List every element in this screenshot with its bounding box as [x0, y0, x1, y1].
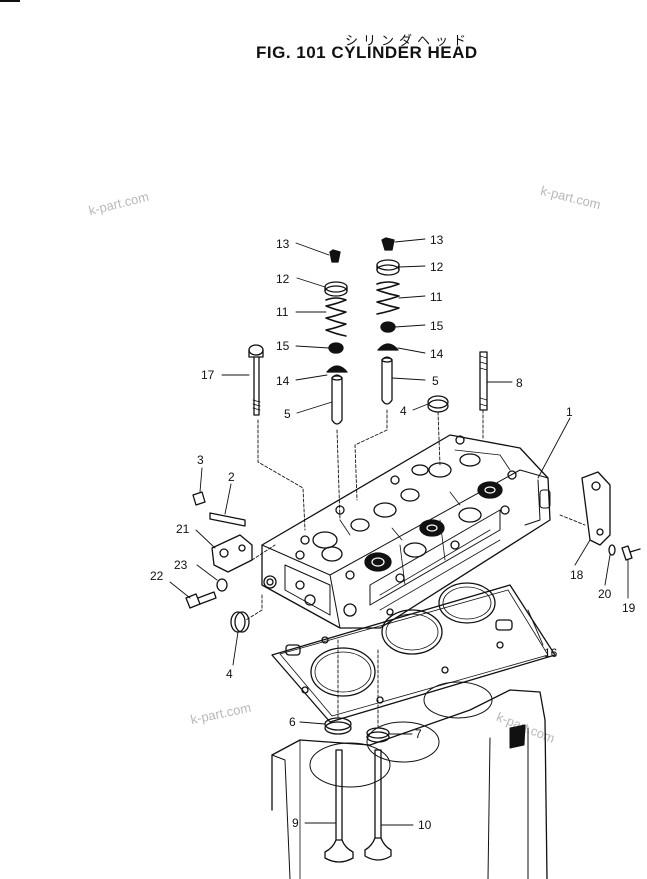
callout-2: 2: [228, 470, 235, 484]
callout-11: 11: [276, 305, 289, 319]
seal-ring-left: [230, 611, 250, 633]
callout-13: 13: [430, 233, 444, 247]
lifting-bracket-right: [581, 471, 611, 546]
bolt-left: [185, 591, 217, 609]
callout-4: 4: [226, 667, 233, 681]
valve-seat-7: [366, 727, 390, 743]
callout-21: 21: [176, 522, 190, 536]
callout-8: 8: [516, 376, 523, 390]
washer-right: [608, 544, 616, 556]
callout-1: 1: [566, 405, 573, 419]
callout-5: 5: [432, 374, 439, 388]
intake-valve: [324, 749, 354, 863]
callout-3: 3: [197, 453, 204, 467]
callout-20: 20: [598, 587, 612, 601]
callout-17: 17: [201, 368, 215, 382]
callout-7: 7: [415, 727, 422, 741]
callout-12: 12: [430, 260, 444, 274]
callout-numbers: 13 13 12 12 11 11 15 15 14 14 5 5 17 8 4…: [150, 233, 636, 832]
callout-9: 9: [292, 816, 299, 830]
cylinder-head: [261, 434, 551, 629]
washer-left: [216, 578, 228, 592]
head-gasket: [271, 582, 556, 723]
callout-5: 5: [284, 407, 291, 421]
callout-13: 13: [276, 237, 290, 251]
seal-ring-top: [427, 395, 449, 413]
callout-12: 12: [276, 272, 290, 286]
corner-rule: [0, 0, 20, 2]
figure-title-japanese: シリンダヘッド: [345, 34, 472, 49]
stud-bolt: [479, 351, 488, 411]
callout-23: 23: [174, 558, 188, 572]
callout-15: 15: [276, 339, 290, 353]
callout-11: 11: [430, 290, 443, 304]
callout-6: 6: [289, 715, 296, 729]
valve-train-left: [324, 249, 348, 425]
dowel-pin: [192, 491, 206, 506]
key-plate: [209, 512, 246, 527]
callout-19: 19: [622, 601, 636, 615]
valve-train-right: [376, 237, 400, 405]
callout-15: 15: [430, 319, 444, 333]
leader-lines: [169, 238, 629, 826]
callout-14: 14: [276, 374, 290, 388]
callout-22: 22: [150, 569, 164, 583]
callout-14: 14: [430, 347, 444, 361]
valve-seat-6: [324, 717, 352, 735]
callout-10: 10: [418, 818, 432, 832]
figure-title: FIG. 101 CYLINDER HEAD: [256, 43, 478, 62]
callout-4: 4: [400, 404, 407, 418]
callout-16: 16: [544, 646, 558, 660]
engine-block: [271, 681, 548, 879]
head-bolt: [248, 344, 264, 416]
bolt-right: [621, 545, 641, 561]
exhaust-valve: [364, 749, 392, 861]
callout-18: 18: [570, 568, 584, 582]
